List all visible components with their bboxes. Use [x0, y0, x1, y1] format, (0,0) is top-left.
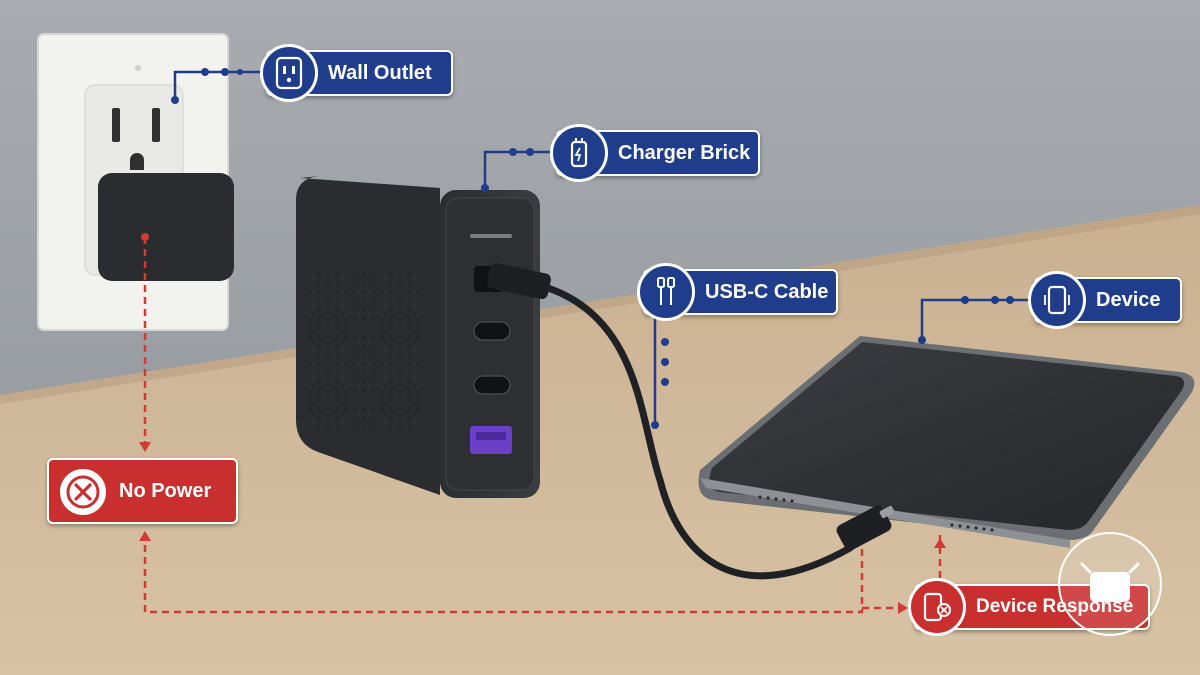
outlet-icon [260, 44, 318, 102]
arrow-to-no-power-top [139, 442, 151, 452]
no-power-label: No Power [119, 479, 212, 502]
tablet-icon [1028, 271, 1086, 329]
device-label: Device [1096, 288, 1161, 311]
charger-icon [550, 124, 608, 182]
usb-c-cable-illustration [487, 262, 895, 580]
wall-outlet-callout: Wall Outlet [260, 44, 453, 102]
connector-wall-outlet [173, 70, 262, 100]
desk [0, 205, 1200, 675]
red-connectors [143, 237, 942, 614]
tablet-illustration [698, 336, 1195, 548]
arrow-to-device-response [898, 602, 908, 614]
connector-device-to-no-power [143, 533, 864, 614]
usb-c-cable-label: USB-C Cable [705, 280, 829, 303]
wall-outlet-label: Wall Outlet [328, 61, 432, 84]
arrow-to-no-power-bottom [139, 531, 151, 541]
charger-brick-illustration [296, 176, 540, 498]
error-x-icon [57, 466, 109, 518]
device-callout: Device [1028, 271, 1182, 329]
no-power-callout: No Power [47, 458, 238, 524]
round-action-button[interactable] [1058, 532, 1162, 636]
usb-c-cable-callout: USB-C Cable [637, 263, 838, 321]
connector-dots [171, 68, 1014, 429]
outlet-plug [98, 173, 234, 281]
charger-brick-label: Charger Brick [618, 141, 751, 164]
cart-icon [1080, 562, 1140, 602]
tablet-error-icon [908, 578, 966, 636]
cable-icon [637, 263, 695, 321]
charger-brick-callout: Charger Brick [550, 124, 760, 182]
